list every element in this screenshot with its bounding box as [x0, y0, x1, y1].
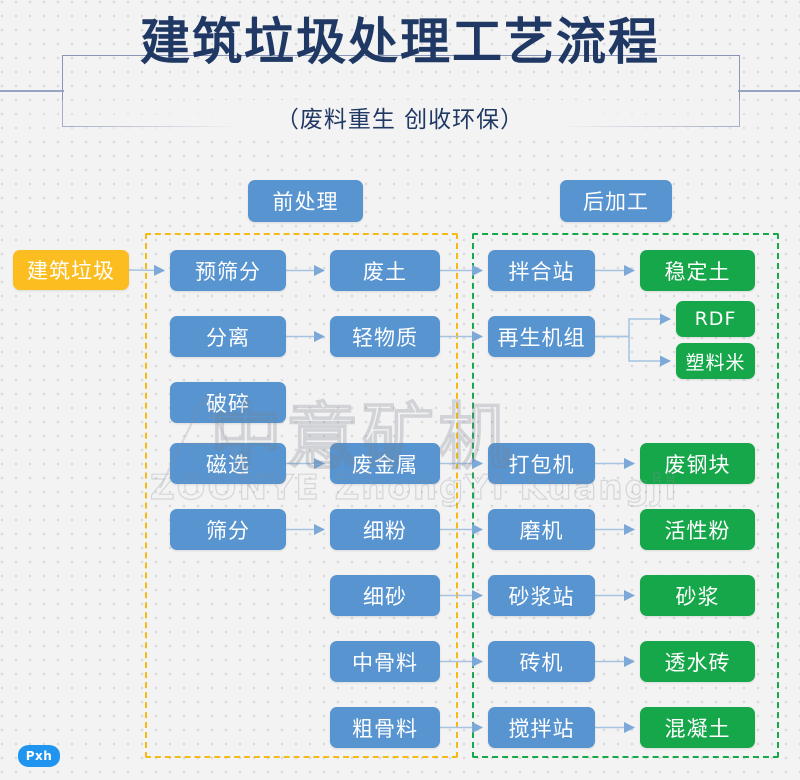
- node-c4_rdf[interactable]: RDF: [676, 301, 755, 337]
- node-c1_r2[interactable]: 分离: [170, 316, 286, 357]
- node-c2_r2[interactable]: 轻物质: [330, 316, 440, 357]
- edge-n_input-to-n_c1_r1: [128, 264, 166, 276]
- node-c2_r5[interactable]: 细粉: [330, 509, 440, 550]
- node-c2_r7[interactable]: 中骨料: [330, 641, 440, 682]
- page-header: 建筑垃圾处理工艺流程 （废料重生 创收环保）: [0, 0, 800, 155]
- node-c4_plm[interactable]: 塑料米: [676, 343, 755, 379]
- node-pre_hdr[interactable]: 前处理: [248, 180, 363, 222]
- node-c3_r4[interactable]: 打包机: [488, 443, 595, 484]
- node-c2_r4[interactable]: 废金属: [330, 443, 440, 484]
- node-input[interactable]: 建筑垃圾: [13, 250, 129, 290]
- node-c3_r7[interactable]: 砖机: [488, 641, 595, 682]
- node-c3_r8[interactable]: 搅拌站: [488, 707, 595, 748]
- node-c1_r3[interactable]: 破碎: [170, 382, 286, 423]
- node-c4_r4[interactable]: 废钢块: [640, 443, 755, 484]
- group-frame-pre-treatment: [145, 233, 458, 758]
- title-rule-left: [0, 90, 64, 92]
- node-c4_r1[interactable]: 稳定土: [640, 250, 755, 291]
- node-c3_r6[interactable]: 砂浆站: [488, 575, 595, 616]
- title-rule-right: [738, 90, 800, 92]
- page-subtitle: （废料重生 创收环保）: [0, 100, 800, 134]
- node-c4_r5[interactable]: 活性粉: [640, 509, 755, 550]
- node-c4_r8[interactable]: 混凝土: [640, 707, 755, 748]
- edge-n_c3_r2-to-n_c4_rdf: [595, 313, 672, 338]
- pxh-badge: Pxh: [18, 745, 60, 767]
- node-c1_r4[interactable]: 磁选: [170, 443, 286, 484]
- group-frame-post-processing: [472, 233, 779, 758]
- node-c3_r1[interactable]: 拌合站: [488, 250, 595, 291]
- node-post_hdr[interactable]: 后加工: [560, 180, 672, 222]
- node-c4_r6[interactable]: 砂浆: [640, 575, 755, 616]
- node-c3_r2[interactable]: 再生机组: [488, 316, 595, 357]
- edge-n_c3_r2-to-n_c4_plm: [595, 335, 672, 367]
- node-c2_r8[interactable]: 粗骨料: [330, 707, 440, 748]
- node-c1_r1[interactable]: 预筛分: [170, 250, 286, 291]
- node-c1_r5[interactable]: 筛分: [170, 509, 286, 550]
- page-title: 建筑垃圾处理工艺流程: [140, 13, 660, 71]
- node-c4_r7[interactable]: 透水砖: [640, 641, 755, 682]
- node-c3_r5[interactable]: 磨机: [488, 509, 595, 550]
- node-c2_r1[interactable]: 废土: [330, 250, 440, 291]
- node-c2_r6[interactable]: 细砂: [330, 575, 440, 616]
